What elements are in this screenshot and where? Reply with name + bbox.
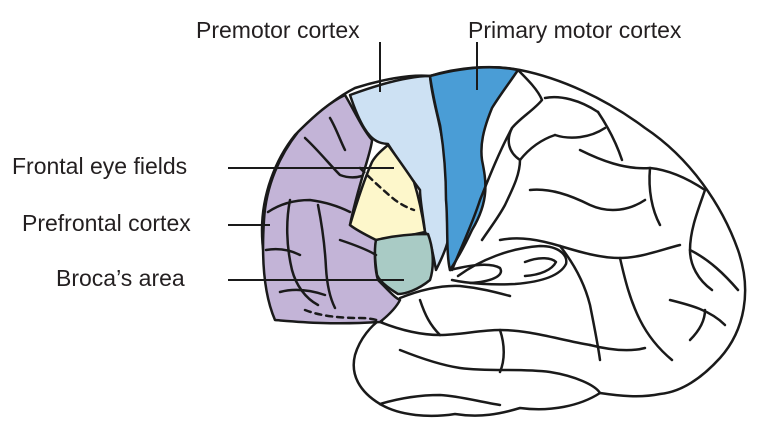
primary-motor-cortex-region (428, 65, 520, 272)
premotor-cortex-label: Premotor cortex (196, 17, 360, 43)
prefrontal-dashed-boundary (303, 308, 384, 324)
brocas-area-region (373, 232, 434, 296)
primary-motor-cortex-label: Primary motor cortex (468, 17, 682, 43)
leader-lines (228, 42, 478, 281)
brocas-area-label: Broca’s area (56, 265, 185, 291)
prefrontal-cortex-region (261, 93, 402, 325)
prefrontal-cortex-label: Prefrontal cortex (22, 210, 191, 236)
brain-gyri-lines (378, 68, 740, 407)
frontal-eye-fields-label: Frontal eye fields (12, 153, 188, 179)
prefrontal-gyri-lines (264, 116, 378, 310)
frontal-eye-fields-dashed-boundary (358, 166, 416, 212)
